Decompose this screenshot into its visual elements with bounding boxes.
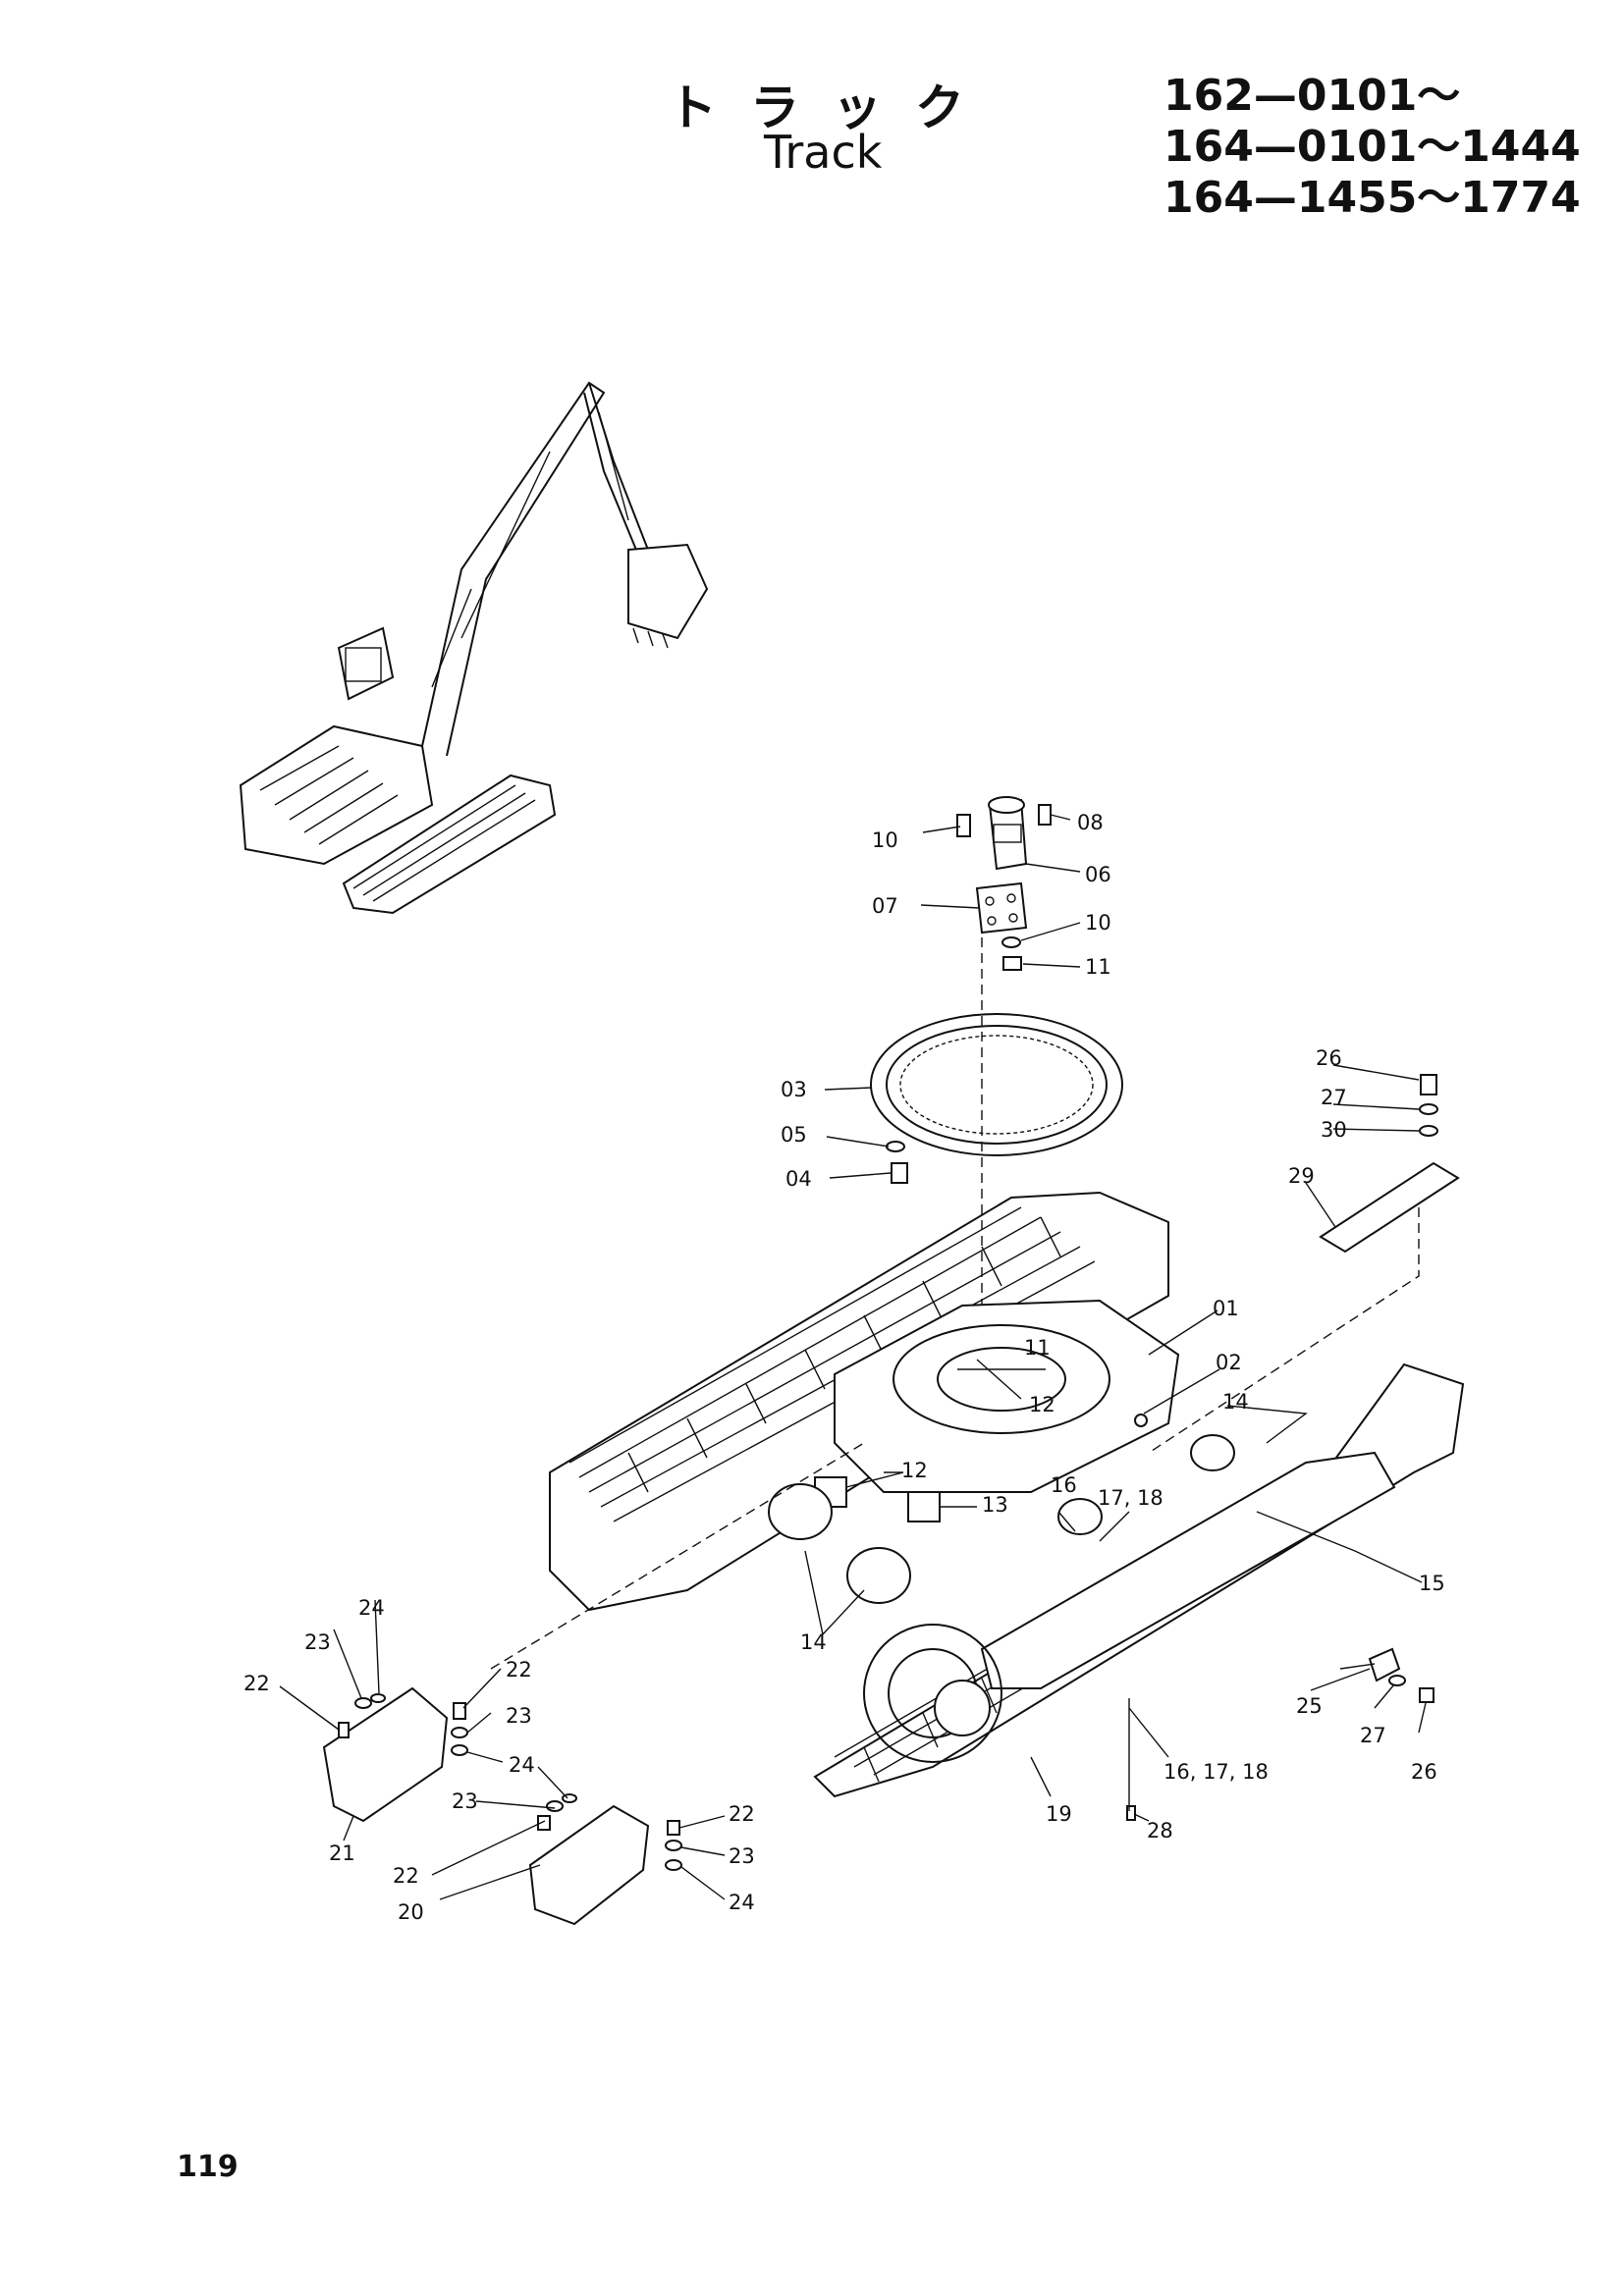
callout-22-a: 22 — [243, 1672, 270, 1695]
callout-30: 30 — [1321, 1118, 1347, 1142]
callout-12-left: 12 — [901, 1459, 928, 1482]
callout-22-d: 22 — [729, 1802, 755, 1826]
callout-03: 03 — [781, 1078, 807, 1101]
callout-04: 04 — [785, 1167, 812, 1191]
serial-range-2: 164—0101～1444 — [1163, 122, 1581, 172]
serial-range-1: 162—0101～ — [1163, 71, 1461, 121]
callout-13: 14 — [800, 1630, 827, 1654]
callout-27-upper: 27 — [1321, 1086, 1347, 1109]
callout-22-b: 22 — [506, 1658, 532, 1682]
callout-24-b: 24 — [509, 1753, 535, 1777]
title-japanese: トラック — [668, 80, 998, 136]
swing-bearing-ring — [870, 1013, 1123, 1184]
callout-23-d: 23 — [729, 1844, 755, 1868]
excavator-overview-illustration — [239, 381, 709, 915]
callout-16-17-18: 16, 17, 18 — [1163, 1760, 1269, 1784]
callout-01: 01 — [1213, 1297, 1239, 1320]
callout-20: 20 — [398, 1900, 424, 1924]
undercarriage-track-frame — [490, 1191, 1465, 1798]
callout-29: 29 — [1288, 1164, 1315, 1188]
title-english: Track — [764, 126, 883, 179]
callout-14: 14 — [1222, 1390, 1249, 1414]
callout-07: 07 — [872, 894, 898, 918]
callout-23-c: 23 — [452, 1789, 478, 1813]
serial-range-3: 164—1455～1774 — [1163, 173, 1581, 223]
callout-05: 05 — [781, 1123, 807, 1147]
callout-10: 10 — [1085, 911, 1111, 934]
callout-21: 21 — [329, 1842, 355, 1865]
callout-24-a: 24 — [358, 1596, 385, 1620]
callout-10-center: 11 — [1024, 1336, 1051, 1360]
callout-08: 08 — [1077, 811, 1104, 834]
callout-16: 16 — [1051, 1473, 1077, 1497]
callout-28: 28 — [1147, 1819, 1173, 1842]
callout-11-center: 12 — [1029, 1393, 1055, 1416]
callout-22-c: 22 — [393, 1864, 419, 1888]
callout-11: 11 — [1085, 955, 1111, 979]
callout-25: 25 — [1296, 1694, 1323, 1718]
swivel-joint — [956, 796, 1052, 1355]
cover-plate — [1319, 1074, 1460, 1254]
callout-09: 10 — [872, 828, 898, 852]
callout-15: 15 — [1419, 1572, 1445, 1595]
callout-labels: 10 08 06 07 10 11 03 05 04 11 12 01 02 1… — [243, 811, 1445, 1924]
callout-26-lower: 26 — [1411, 1760, 1437, 1784]
callout-27-lower: 27 — [1360, 1724, 1386, 1747]
callout-19: 19 — [1046, 1802, 1072, 1826]
page-number: 119 — [177, 2150, 239, 2184]
callout-02: 02 — [1216, 1351, 1242, 1374]
callout-17-18: 17, 18 — [1098, 1486, 1163, 1510]
callout-23-b: 23 — [506, 1704, 532, 1728]
callout-12-right: 13 — [982, 1493, 1008, 1517]
leader-lines — [279, 814, 1427, 1900]
callout-24-c: 24 — [729, 1891, 755, 1914]
callout-26-upper: 26 — [1316, 1046, 1342, 1070]
serial-ranges: 162—0101～ 164—0101～1444 164—1455～1774 — [1163, 71, 1581, 224]
callout-06: 06 — [1085, 863, 1111, 886]
callout-23-a: 23 — [304, 1630, 331, 1654]
track-guards — [322, 1647, 1434, 1926]
